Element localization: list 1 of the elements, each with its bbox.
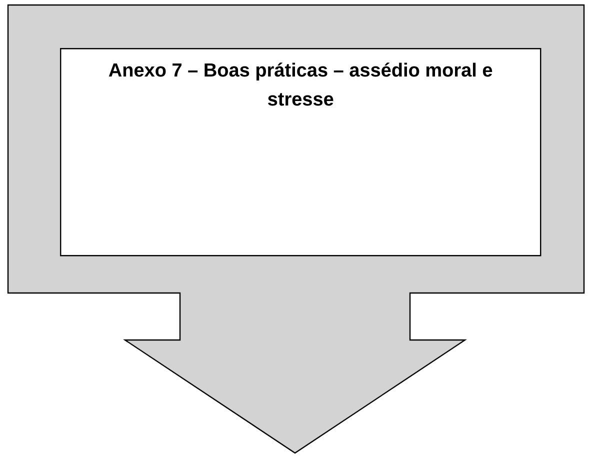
text-box: Anexo 7 – Boas práticas – assédio moral e stresse: [60, 48, 542, 256]
